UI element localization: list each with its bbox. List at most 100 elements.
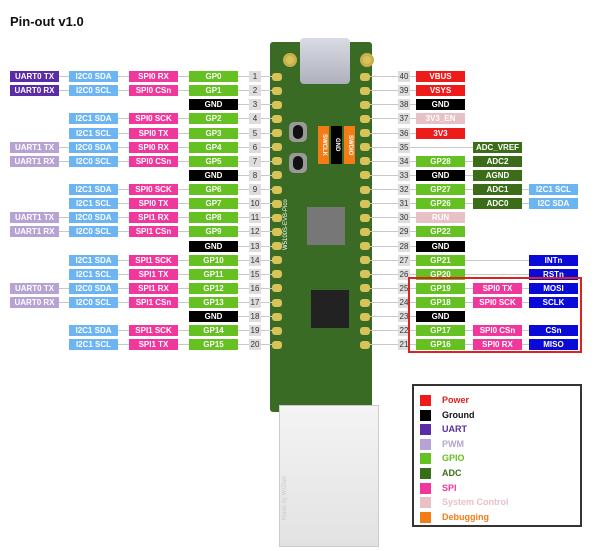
pin-pad — [360, 171, 370, 180]
pin-pad — [272, 326, 282, 335]
legend-label: Ground — [442, 409, 475, 420]
legend-swatch-uart — [420, 424, 431, 436]
pin-label-gpio: GP12 — [189, 282, 238, 294]
pin-pad — [360, 312, 370, 321]
pin-label-i2c: I2C0 SDA — [69, 282, 118, 294]
legend-label: SPI — [442, 482, 457, 493]
pin-number: 37 — [398, 113, 410, 125]
pin-label-adc: ADC1 — [473, 184, 522, 196]
pin-pad — [360, 100, 370, 109]
pin-label-spi: SPI1 CSn — [129, 226, 178, 238]
pin-pad — [360, 298, 370, 307]
debug-label-gnd: GND — [331, 126, 342, 164]
connector-line — [370, 76, 416, 77]
pin-label-gnd: GND — [416, 240, 465, 252]
pin-label-gpio: GP4 — [189, 141, 238, 153]
pin-pad — [272, 213, 282, 222]
pin-label-spi: SPI1 SCK — [129, 325, 178, 337]
pin-label-gnd: GND — [189, 99, 238, 111]
pin-label-adc: ADC0 — [473, 198, 522, 210]
pin-number: 40 — [398, 71, 410, 82]
pin-label-adc: ADC2 — [473, 155, 522, 167]
pin-number: 6 — [249, 141, 261, 153]
legend-label: System Control — [442, 497, 509, 508]
legend-label: PWM — [442, 438, 464, 449]
pin-pad — [272, 129, 282, 138]
pin-label-wiz: MOSI — [529, 282, 578, 294]
pin-label-gpio: GP3 — [189, 127, 238, 139]
pin-label-spi: SPI0 SCK — [473, 297, 522, 309]
pin-pad — [360, 157, 370, 166]
pin-number: 22 — [398, 325, 410, 337]
usb-c-connector — [300, 38, 350, 84]
pin-label-gpio: GP9 — [189, 226, 238, 238]
pin-pad — [272, 100, 282, 109]
pin-label-spi: SPI0 CSn — [129, 155, 178, 167]
pin-number: 10 — [249, 198, 261, 210]
pin-label-uart: UART0 RX — [10, 85, 59, 97]
mount-hole — [283, 53, 297, 67]
debug-label-swdio: SWDIO — [344, 126, 355, 164]
pin-label-spi: SPI0 TX — [129, 127, 178, 139]
pin-label-i2c: I2C1 SCL — [69, 268, 118, 280]
pin-label-spi: SPI0 SCK — [129, 113, 178, 125]
legend-swatch-gpio — [420, 453, 431, 465]
spi-highlight-box — [408, 277, 582, 353]
pin-label-power: 3V3 — [416, 127, 465, 139]
pin-pad — [360, 242, 370, 251]
pin-label-gpio: GP0 — [189, 71, 238, 82]
pin-number: 32 — [398, 184, 410, 196]
pin-label-gpio: GP19 — [416, 282, 465, 294]
pin-label-wiz: MISO — [529, 339, 578, 351]
pin-label-gpio: GP21 — [416, 254, 465, 266]
pin-label-gnd: GND — [189, 311, 238, 323]
pin-number: 20 — [249, 339, 261, 351]
pin-label-spi: SPI0 RX — [473, 339, 522, 351]
pin-label-gpio: GP11 — [189, 268, 238, 280]
pin-label-wiz: RSTn — [529, 268, 578, 280]
pin-label-gpio: GP26 — [416, 198, 465, 210]
pin-label-spi: SPI0 TX — [129, 198, 178, 210]
pin-label-spi: SPI0 CSn — [129, 85, 178, 97]
pin-number: 3 — [249, 99, 261, 111]
pin-label-i2c: I2C0 SCL — [69, 297, 118, 309]
pin-number: 13 — [249, 240, 261, 252]
bootsel-button — [289, 122, 307, 142]
pin-label-gpio: GP13 — [189, 297, 238, 309]
pin-label-wiz: SCLK — [529, 297, 578, 309]
pin-number: 17 — [249, 297, 261, 309]
pin-pad — [272, 185, 282, 194]
pin-number: 36 — [398, 127, 410, 139]
debug-label-swclk: SWCLK — [318, 126, 329, 164]
pin-label-gpio: GP17 — [416, 325, 465, 337]
pin-number: 16 — [249, 282, 261, 294]
pin-label-i2c: I2C1 SDA — [69, 325, 118, 337]
pin-label-adc: AGND — [473, 169, 522, 181]
pin-label-gnd: GND — [416, 169, 465, 181]
pin-number: 38 — [398, 99, 410, 111]
pin-number: 14 — [249, 254, 261, 266]
pin-label-power: VSYS — [416, 85, 465, 97]
pin-pad — [272, 199, 282, 208]
rp2040-chip — [307, 207, 345, 245]
legend-swatch-debug — [420, 511, 431, 523]
ethernet-jack — [279, 405, 379, 547]
pin-label-i2c: I2C0 SCL — [69, 85, 118, 97]
connector-line — [370, 231, 416, 233]
connector-line — [370, 104, 416, 106]
pin-pad — [360, 256, 370, 265]
pin-number: 8 — [249, 169, 261, 181]
legend-label: Debugging — [442, 511, 489, 522]
pin-number: 25 — [398, 282, 410, 294]
pin-number: 1 — [249, 71, 261, 82]
connector-line — [370, 245, 416, 247]
pin-number: 12 — [249, 226, 261, 238]
pin-number: 34 — [398, 155, 410, 167]
pin-number: 29 — [398, 226, 410, 238]
pin-label-pwm: UART1 TX — [10, 141, 59, 153]
pin-number: 7 — [249, 155, 261, 167]
pin-pad — [272, 256, 282, 265]
pin-pad — [360, 185, 370, 194]
pin-pad — [272, 340, 282, 349]
